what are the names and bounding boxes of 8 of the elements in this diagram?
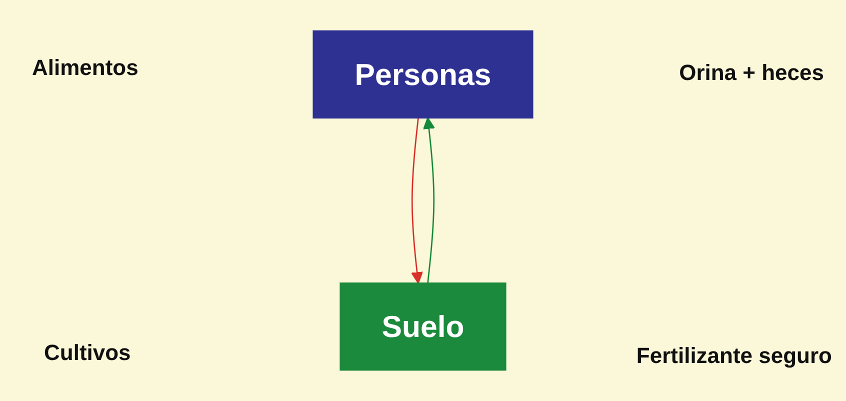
node-box: Personas [312, 30, 534, 119]
arrow [422, 117, 435, 284]
arrow [411, 118, 424, 284]
arrow-caption: Alimentos [32, 55, 138, 81]
arrow-caption: Cultivos [44, 340, 131, 366]
arrow-caption: Orina + heces [679, 60, 824, 86]
node-box: Suelo [340, 282, 506, 371]
arrow-caption: Fertilizante seguro [636, 343, 832, 369]
